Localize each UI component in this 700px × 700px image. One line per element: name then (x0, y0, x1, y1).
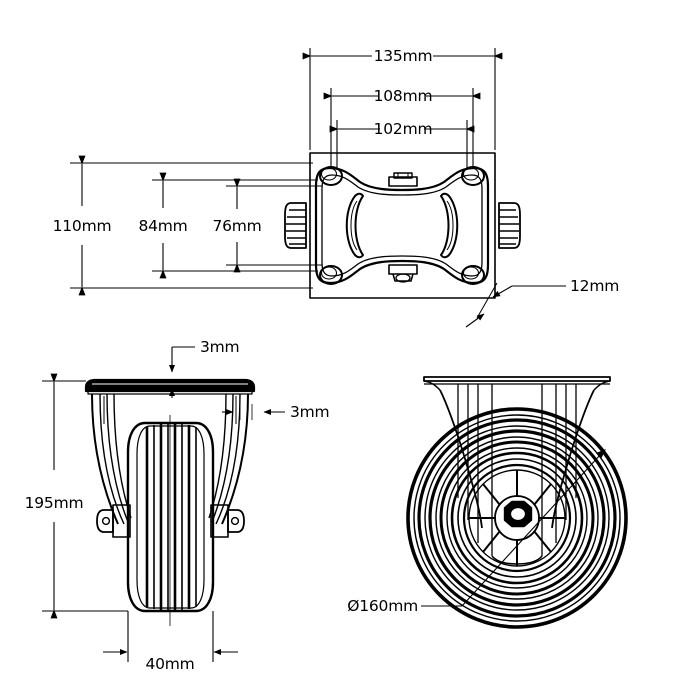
top-view-plate (284, 152, 521, 299)
dim-label-corner-chamfer: 12mm (570, 277, 619, 295)
front-view-wheel (84, 378, 256, 626)
front-view-dimensions (42, 346, 285, 662)
dim-label-wheel-width: 40mm (145, 655, 194, 673)
dim-label-leg-thickness: 3mm (290, 403, 329, 421)
dim-label-wheel-diameter: Ø160mm (347, 597, 418, 615)
side-view-dimensions (421, 449, 606, 607)
dim-label-plate-width: 135mm (374, 47, 433, 65)
dim-label-plate-depth: 110mm (53, 217, 112, 235)
dim-label-bolt-depth-outer: 84mm (138, 217, 187, 235)
dim-label-overall-height: 195mm (25, 494, 84, 512)
dim-label-bolt-span-outer: 108mm (374, 87, 433, 105)
top-view-dimensions (70, 48, 566, 328)
dim-label-bolt-depth-inner: 76mm (212, 217, 261, 235)
dim-label-bolt-span-inner: 102mm (374, 120, 433, 138)
side-view-wheel (406, 376, 628, 629)
dim-label-plate-thickness: 3mm (200, 338, 239, 356)
